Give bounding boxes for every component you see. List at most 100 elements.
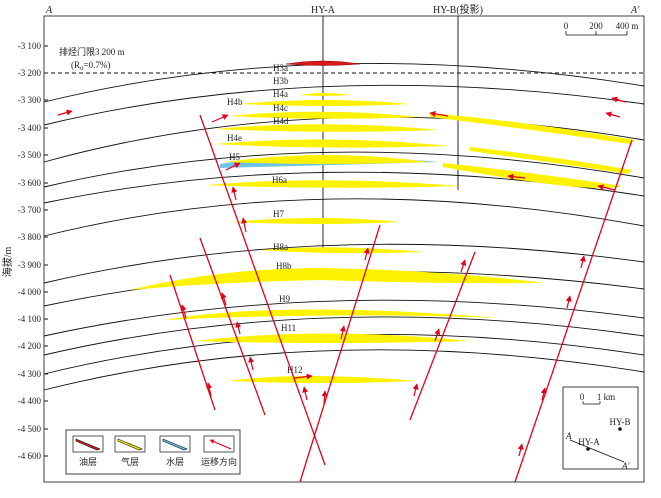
legend: 油层 气层 水层 运移方向	[65, 429, 241, 475]
horizon-label: H8b	[276, 261, 292, 271]
scale-label-0: 0	[564, 21, 569, 31]
y-tick-label: -3 100	[18, 41, 42, 51]
y-tick-label: -3 700	[18, 205, 42, 215]
migration-arrow	[605, 111, 621, 118]
horizon-label: H4e	[227, 133, 242, 143]
legend-oil-label: 油层	[79, 456, 97, 467]
scale-label-200: 200	[589, 21, 603, 31]
horizon-label: H4a	[273, 89, 288, 99]
y-tick-label: -4 600	[18, 451, 42, 461]
inset-box	[562, 386, 639, 470]
y-tick-label: -3 500	[18, 150, 42, 160]
section-end-a-prime: A′	[630, 5, 640, 16]
y-tick-label: -3 800	[18, 232, 42, 242]
y-tick-label: -4 400	[18, 396, 42, 406]
migration-arrow	[241, 217, 248, 233]
y-tick-label: -3 300	[18, 95, 42, 105]
horizon-label: H4c	[273, 103, 288, 113]
y-tick-label: -3 900	[18, 260, 42, 270]
well-hy-b-label: HY-B(投影)	[433, 3, 483, 16]
migration-arrow	[540, 387, 547, 401]
y-tick-label: -4 100	[18, 314, 42, 324]
migration-arrow	[412, 383, 419, 397]
migration-arrow	[434, 328, 441, 342]
gas-layer	[215, 124, 440, 132]
migration-arrows	[57, 96, 626, 457]
gas-layer	[430, 113, 635, 144]
legend-migration-label: 运移方向	[201, 456, 237, 467]
migration-arrow	[225, 162, 241, 171]
migration-arrow	[507, 173, 526, 180]
y-axis: -3 100 -3 200 -3 300 -3 400 -3 500 -3 60…	[1, 41, 48, 461]
migration-arrow	[321, 390, 328, 405]
migration-arrow	[231, 186, 238, 201]
migration-arrow	[248, 356, 255, 371]
scale-bar: 0 200 400 m	[564, 21, 639, 36]
well-hy-a-label: HY-A	[311, 5, 336, 16]
reservoir-lenses	[130, 60, 635, 383]
gas-layer	[260, 247, 425, 254]
horizon-labels: H3a H3b H4a H4b H4c H4d H4e H5 H6a H7 H8…	[227, 63, 303, 375]
migration-arrow	[293, 373, 313, 380]
y-tick-label: -3 400	[18, 123, 42, 133]
scale-label-400: 400 m	[616, 21, 639, 31]
horizon-label: H3a	[273, 63, 288, 73]
gas-layer	[225, 155, 430, 164]
legend-water-label: 水层	[166, 456, 184, 467]
fault-line	[299, 224, 381, 483]
legend-gas-label: 气层	[121, 456, 139, 467]
inset-scale-0: 0	[580, 392, 585, 402]
migration-arrow	[211, 114, 229, 123]
horizon-label: H4d	[273, 116, 289, 126]
inset-well-b-label: HY-B	[609, 417, 630, 427]
gas-layer	[195, 333, 470, 343]
inset-section-line	[569, 439, 625, 463]
y-tick-label: -4 000	[18, 287, 42, 297]
gas-layer	[228, 376, 418, 383]
legend-gas-swatch	[114, 435, 146, 453]
fault-line	[199, 237, 266, 416]
oil-layer	[285, 60, 361, 66]
y-tick-label: -3 200	[18, 68, 42, 78]
migration-arrow	[429, 110, 449, 117]
inset-well-a-label: HY-A	[578, 437, 600, 447]
section-end-a: A	[45, 5, 53, 16]
legend-water-swatch	[159, 435, 191, 453]
migration-arrow	[220, 292, 227, 306]
migration-arrow	[460, 259, 467, 273]
fault-line	[514, 139, 633, 483]
inset-end-a-prime: A′	[621, 461, 630, 471]
fault-line	[409, 251, 476, 421]
horizon-label: H9	[279, 294, 290, 304]
faults	[169, 114, 633, 483]
inset-well-a-marker	[586, 447, 590, 451]
migration-arrow	[611, 96, 626, 103]
gas-layer	[205, 180, 460, 188]
horizon-label: H8a	[273, 242, 288, 252]
inset-map: 0 1 km HY-B HY-A A A′	[562, 386, 639, 471]
horizon-label: H11	[281, 323, 296, 333]
y-axis-title: 海拔/m	[1, 247, 14, 278]
migration-arrow	[579, 255, 586, 269]
horizon-label: H3b	[273, 76, 289, 86]
migration-arrow	[517, 443, 524, 457]
migration-arrow	[206, 382, 213, 397]
gas-layer	[300, 93, 350, 96]
inset-well-b-marker	[618, 427, 622, 431]
horizon-label: H12	[287, 365, 303, 375]
gas-layer	[130, 268, 545, 290]
horizon-label: H5	[229, 152, 240, 162]
horizon-label: H4b	[227, 97, 243, 107]
gas-layer	[443, 163, 622, 188]
gas-layer	[165, 309, 500, 320]
y-tick-label: -4 500	[18, 424, 42, 434]
gas-layer	[228, 111, 420, 119]
migration-arrow	[363, 247, 370, 261]
inset-end-a: A	[565, 431, 572, 441]
migration-arrow	[57, 109, 73, 116]
migration-arrow	[565, 295, 572, 309]
legend-migration-swatch	[203, 435, 235, 453]
legend-oil-swatch	[72, 435, 104, 453]
migration-arrow	[597, 184, 616, 191]
